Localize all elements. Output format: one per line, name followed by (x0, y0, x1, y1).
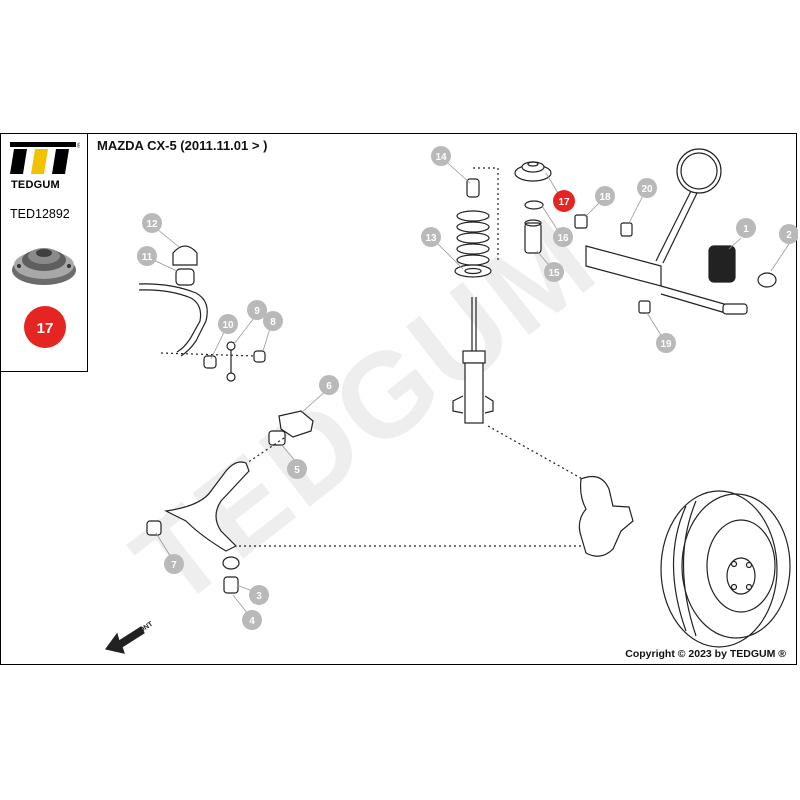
svg-text:16: 16 (557, 233, 569, 244)
spring-seat (454, 264, 492, 278)
control-arm-bushing-rear (268, 430, 286, 446)
callout-6[interactable]: 6 (319, 375, 339, 395)
wheel (660, 490, 791, 648)
svg-text:18: 18 (599, 192, 611, 203)
bushing-bracket (172, 245, 198, 266)
lower-control-arm (164, 461, 250, 552)
registered-mark: ® (77, 142, 80, 150)
svg-text:6: 6 (326, 381, 332, 392)
callout-1[interactable]: 1 (736, 218, 756, 238)
callout-14[interactable]: 14 (431, 146, 451, 166)
svg-text:10: 10 (222, 320, 234, 331)
callout-13[interactable]: 13 (421, 227, 441, 247)
exploded-view: TEDGUM (104, 146, 798, 654)
highlighted-part-badge: 17 (24, 306, 66, 348)
callout-19[interactable]: 19 (656, 333, 676, 353)
svg-text:20: 20 (641, 184, 653, 195)
svg-text:15: 15 (548, 268, 560, 279)
link-nut (253, 350, 266, 363)
shock-absorber (452, 297, 494, 424)
callout-11[interactable]: 11 (137, 246, 157, 266)
rack-seal (757, 272, 777, 288)
part-number: TED12892 (10, 207, 70, 221)
rack-bushing-18 (574, 214, 588, 229)
tie-rod-end (722, 303, 748, 315)
svg-text:5: 5 (294, 465, 300, 476)
svg-text:14: 14 (435, 152, 447, 163)
svg-text:2: 2 (786, 230, 792, 241)
svg-text:17: 17 (558, 197, 570, 208)
callout-3[interactable]: 3 (249, 585, 269, 605)
callout-4[interactable]: 4 (242, 610, 262, 630)
callout-16[interactable]: 16 (553, 227, 573, 247)
callout-9[interactable]: 9 (247, 300, 267, 320)
tedgum-logo: ® (10, 142, 80, 174)
svg-text:1: 1 (743, 224, 749, 235)
rack-boot (708, 245, 736, 283)
svg-text:7: 7 (171, 560, 177, 571)
rack-bushing-20 (620, 222, 633, 237)
svg-text:17: 17 (37, 320, 54, 337)
bushing-bracket-6 (278, 410, 314, 438)
callout-12[interactable]: 12 (142, 213, 162, 233)
svg-text:12: 12 (146, 219, 158, 230)
front-arrow-icon (104, 626, 145, 654)
svg-text:19: 19 (660, 339, 672, 350)
svg-text:3: 3 (256, 591, 262, 602)
mount-washer (524, 200, 544, 210)
callout-5[interactable]: 5 (287, 459, 307, 479)
svg-text:11: 11 (142, 252, 153, 263)
steering-rack (585, 148, 748, 315)
stabilizer-bar (138, 283, 208, 357)
callout-15[interactable]: 15 (544, 262, 564, 282)
stabilizer-bushing (175, 268, 195, 286)
callout-20[interactable]: 20 (637, 178, 657, 198)
vehicle-title: MAZDA CX-5 (2011.11.01 > ) (97, 138, 268, 153)
svg-text:9: 9 (254, 306, 260, 317)
bump-stop-top (466, 178, 480, 198)
svg-text:8: 8 (270, 317, 276, 328)
callout-18[interactable]: 18 (595, 186, 615, 206)
ball-joint (223, 576, 239, 594)
callout-2[interactable]: 2 (779, 224, 798, 244)
brand-name: TEDGUM (11, 179, 60, 191)
svg-text:4: 4 (249, 616, 255, 627)
callout-7[interactable]: 7 (164, 554, 184, 574)
strut-mount (514, 161, 552, 182)
callout-10[interactable]: 10 (218, 314, 238, 334)
callout-8[interactable]: 8 (263, 311, 283, 331)
front-label: FRONT (130, 620, 155, 639)
part-info-panel: ® TEDGUM TED12892 17 (1, 134, 88, 372)
ball-joint-boot (222, 556, 240, 570)
steering-knuckle (578, 476, 634, 557)
control-arm-bushing-front (146, 520, 162, 536)
callout-17-highlighted[interactable]: 17 (553, 190, 575, 212)
rack-bushing-19 (638, 300, 651, 314)
dust-boot (524, 222, 542, 254)
link-bushing (203, 355, 217, 369)
svg-text:13: 13 (425, 233, 437, 244)
diagram-frame: ® TEDGUM TED12892 17 MAZDA CX-5 (2011.11… (0, 133, 798, 665)
copyright-notice: Copyright © 2023 by TEDGUM ® (625, 648, 786, 660)
part-thumbnail (12, 248, 76, 285)
